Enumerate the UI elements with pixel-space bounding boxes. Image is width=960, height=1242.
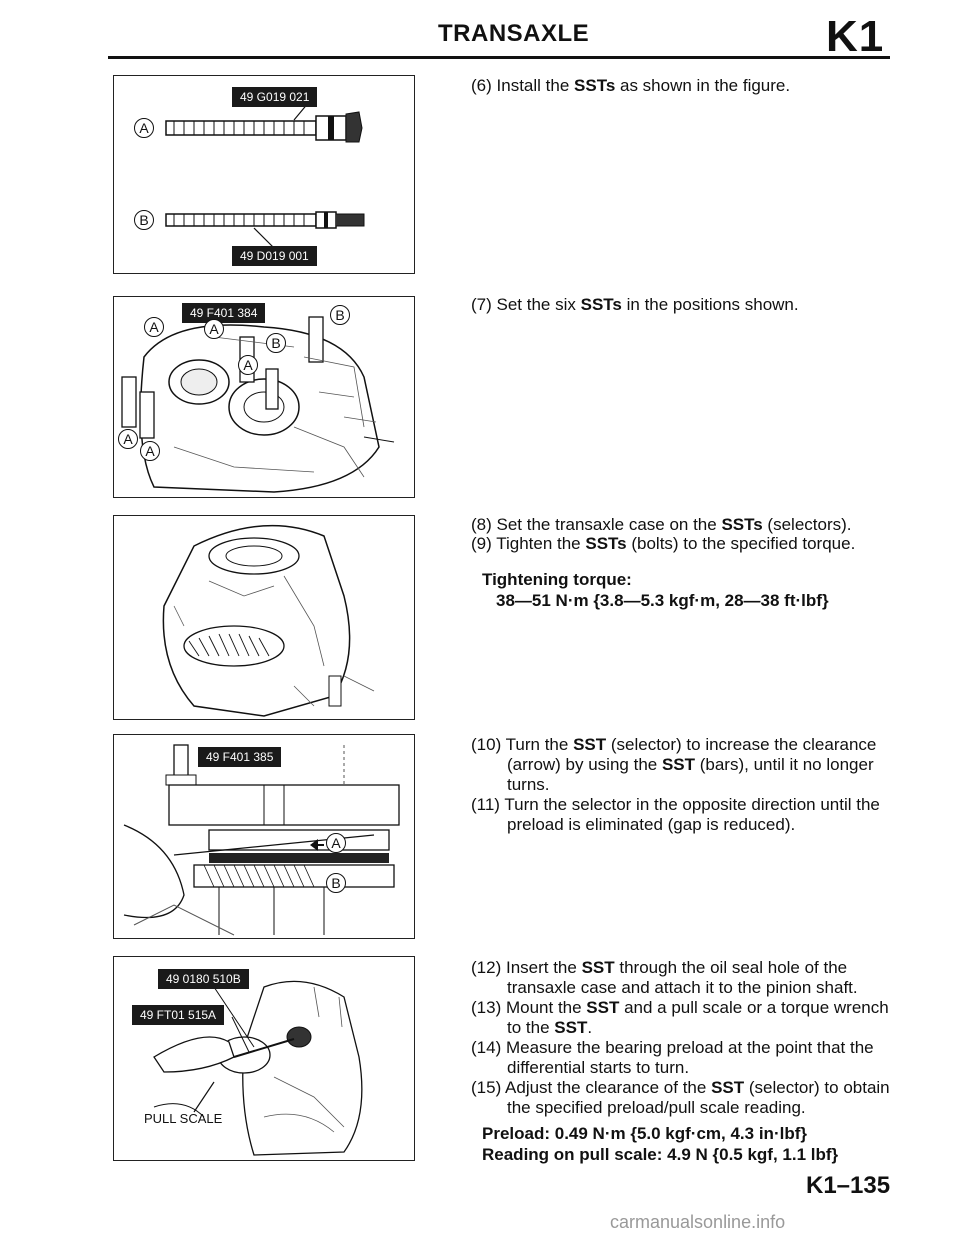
callout-a: A bbox=[238, 355, 258, 375]
callout-b: B bbox=[326, 873, 346, 893]
sst-tag: 49 F401 385 bbox=[198, 747, 282, 767]
watermark: carmanualsonline.info bbox=[610, 1212, 786, 1232]
torque-spec: Tightening torque: 38—51 N·m {3.8—5.3 kg… bbox=[482, 569, 829, 611]
step-13: (13) Mount the SST and a pull scale or a… bbox=[471, 998, 889, 1037]
sst-tag: 49 F401 384 bbox=[182, 303, 266, 323]
step-12: (12) Insert the SST through the oil seal… bbox=[471, 958, 858, 997]
step-14: (14) Measure the bearing preload at the … bbox=[471, 1038, 874, 1077]
callout-a: A bbox=[140, 441, 160, 461]
page-number: K1–135 bbox=[806, 1172, 891, 1199]
sst-tag-top: 49 G019 021 bbox=[232, 87, 318, 107]
callout-a: A bbox=[134, 118, 154, 138]
torque-label: Tightening torque: bbox=[482, 570, 632, 589]
callout-b: B bbox=[134, 210, 154, 230]
figure-selector-clearance: 49 F401 385 A B bbox=[113, 734, 415, 939]
sst-tag-2: 49 FT01 515A bbox=[132, 1005, 225, 1025]
step-8: (8) Set the transaxle case on the SSTs (… bbox=[471, 515, 852, 534]
figure-pull-scale: 49 0180 510B 49 FT01 515A PULL SCALE bbox=[113, 956, 415, 1161]
callout-a: A bbox=[118, 429, 138, 449]
pull-scale-value: Reading on pull scale: 4.9 N {0.5 kgf, 1… bbox=[482, 1145, 839, 1164]
figure-case-on-ssts bbox=[113, 515, 415, 720]
pull-scale-illustration bbox=[153, 980, 363, 1156]
sst-tag-1: 49 0180 510B bbox=[158, 969, 249, 989]
page-title: TRANSAXLE bbox=[438, 20, 590, 47]
transaxle-case-illustration bbox=[162, 524, 375, 717]
pull-scale-label: PULL SCALE bbox=[144, 1111, 223, 1126]
sst-tag-bottom: 49 D019 001 bbox=[232, 246, 317, 266]
figure-sst-positions: 49 F401 384 A B A B A A A bbox=[113, 296, 415, 498]
torque-value: 38—51 N·m {3.8—5.3 kgf·m, 28—38 ft·lbf} bbox=[496, 591, 829, 610]
step-10: (10) Turn the SST (selector) to increase… bbox=[471, 735, 877, 794]
header-divider bbox=[108, 56, 890, 59]
preload-value: Preload: 0.49 N·m {5.0 kgf·cm, 4.3 in·lb… bbox=[482, 1124, 807, 1143]
figure-sst-bolts: 49 G019 021 A B 49 D019 001 bbox=[113, 75, 415, 274]
step-7: (7) Set the six SSTs in the positions sh… bbox=[471, 295, 799, 314]
callout-b: B bbox=[266, 333, 286, 353]
section-code: K1 bbox=[826, 12, 885, 61]
step-6: (6) Install the SSTs as shown in the fig… bbox=[471, 76, 791, 95]
step-9: (9) Tighten the SSTs (bolts) to the spec… bbox=[471, 534, 856, 553]
callout-a: A bbox=[326, 833, 346, 853]
step-15: (15) Adjust the clearance of the SST (se… bbox=[471, 1078, 890, 1117]
callout-b: B bbox=[330, 305, 350, 325]
callout-a: A bbox=[204, 319, 224, 339]
preload-spec: Preload: 0.49 N·m {5.0 kgf·cm, 4.3 in·lb… bbox=[482, 1123, 838, 1165]
sst-bolts-illustration bbox=[165, 95, 365, 249]
step-11: (11) Turn the selector in the opposite d… bbox=[471, 795, 880, 834]
callout-a: A bbox=[144, 317, 164, 337]
